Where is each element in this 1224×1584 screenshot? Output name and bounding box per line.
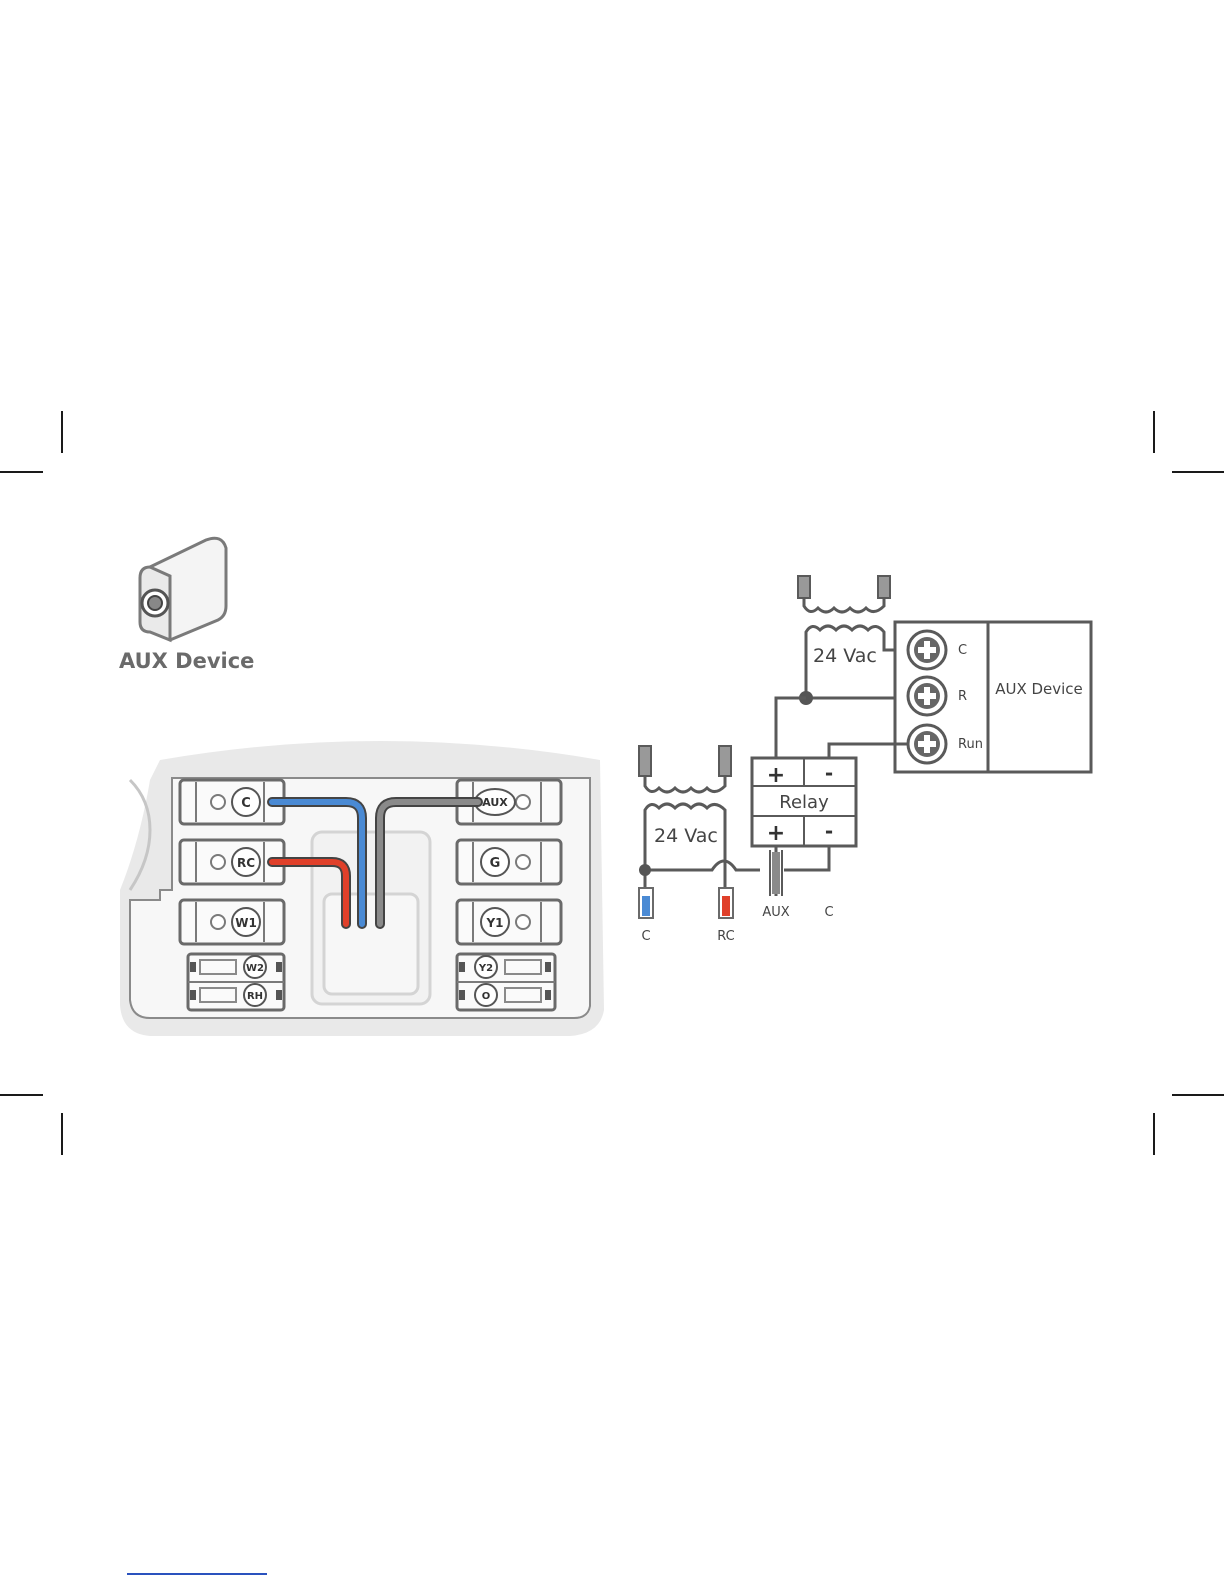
terminal-w1 <box>180 900 284 944</box>
transformer-top <box>798 576 908 698</box>
terminal-y1 <box>457 900 561 944</box>
terminal-aux-label: AUX <box>482 796 508 809</box>
wire-label-aux: AUX <box>762 905 789 920</box>
terminal-y1-label: Y1 <box>485 916 503 930</box>
aux-terminal-run-label: Run <box>958 737 983 752</box>
aux-device-icon-label: AUX Device <box>119 649 254 673</box>
aux-device-icon <box>140 538 226 640</box>
terminal-g-label: G <box>490 856 501 871</box>
terminal-rc-label: RC <box>237 856 255 870</box>
terminal-g <box>457 840 561 884</box>
footer-rule <box>127 1573 267 1575</box>
wire-label-c: C <box>641 929 650 944</box>
wire-stub-aux <box>770 846 782 896</box>
terminal-w2-rh <box>188 954 284 1010</box>
terminal-y2-o <box>457 954 555 1010</box>
relay-plus-top: + <box>767 763 785 788</box>
transformer-left-label: 24 Vac <box>654 825 718 847</box>
wire-label-rc: RC <box>717 929 734 944</box>
relay-minus-bottom: - <box>825 819 833 843</box>
aux-terminal-r-label: R <box>958 689 967 704</box>
terminal-w1-label: W1 <box>235 916 257 930</box>
screw-run-icon <box>908 725 946 763</box>
aux-terminal-c-label: C <box>958 643 967 658</box>
relay-label: Relay <box>779 792 829 813</box>
wire-stub-rc <box>719 888 733 918</box>
transformer-top-label: 24 Vac <box>813 645 877 667</box>
terminal-o-label: O <box>482 991 491 1002</box>
junction-dot-left <box>639 864 651 876</box>
screw-r-icon <box>908 677 946 715</box>
terminal-rh-label: RH <box>247 991 263 1002</box>
wire-stub-c <box>639 888 653 918</box>
relay-plus-bottom: + <box>767 821 785 846</box>
relay-minus-top: - <box>825 761 833 785</box>
transformer-left <box>639 746 760 898</box>
terminal-c-label: C <box>241 796 251 811</box>
screw-c-icon <box>908 631 946 669</box>
wire-label-c2: C <box>824 905 833 920</box>
terminal-y2-label: Y2 <box>478 963 493 974</box>
terminal-w2-label: W2 <box>246 963 264 974</box>
aux-device-box-label: AUX Device <box>995 680 1083 698</box>
